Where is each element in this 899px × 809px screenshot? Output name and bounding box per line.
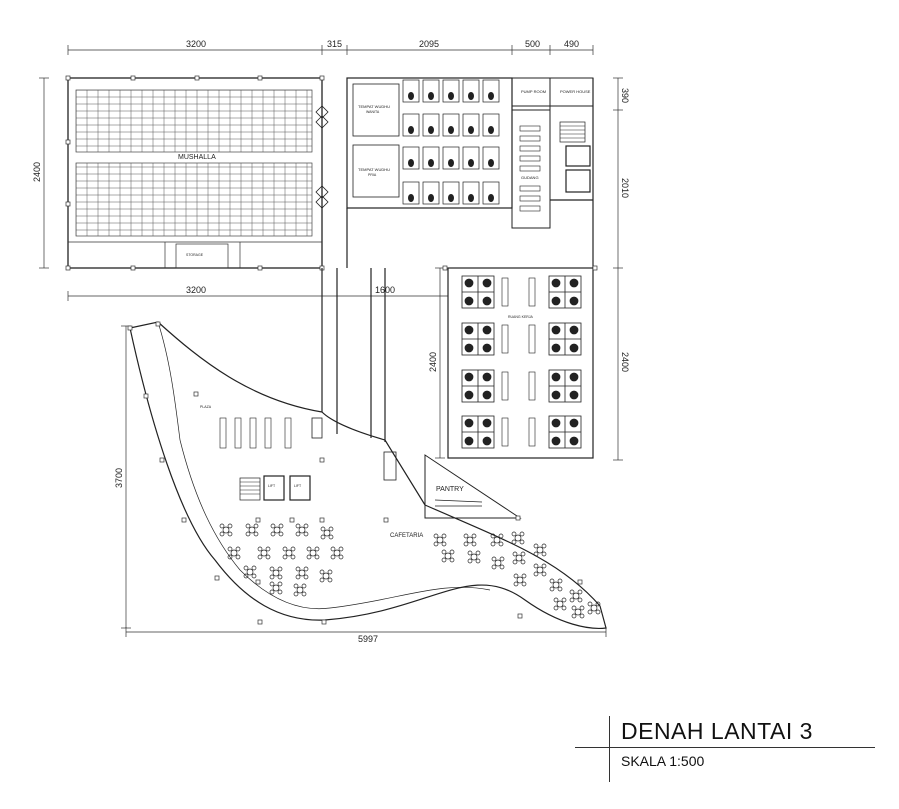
lift-1-label: LIFT [268, 484, 276, 488]
title-block: DENAH LANTAI 3 SKALA 1:500 [575, 716, 875, 782]
dim-left-upper: 2400 [32, 162, 42, 182]
dim-inner-2400: 2400 [428, 352, 438, 372]
dim-bottom: 5997 [358, 634, 378, 644]
dim-middle-1: 3200 [186, 285, 206, 295]
mushalla-label: MUSHALLA [178, 154, 216, 161]
column-markers [127, 265, 598, 625]
wudhu-block [346, 77, 594, 229]
dim-right-3: 2400 [620, 352, 630, 372]
dim-top-3: 2095 [419, 39, 439, 49]
pantry-label: PANTRY [436, 486, 464, 493]
dim-top-4: 500 [525, 39, 540, 49]
title-block-rule [575, 747, 875, 748]
corridor-walls [321, 78, 594, 442]
dim-left-lower: 3700 [114, 468, 124, 488]
title-block-divider [609, 716, 610, 782]
ruang-kerja-room [447, 267, 594, 459]
drawing-scale: SKALA 1:500 [621, 753, 705, 769]
power-house-label: POWER HOUSE [560, 89, 591, 94]
lift-2-label: LIFT [294, 484, 302, 488]
mushalla-room [65, 75, 329, 271]
storage-label: STORAGE [186, 253, 204, 257]
drawing-title: DENAH LANTAI 3 [621, 718, 813, 744]
dim-right-1: 390 [620, 88, 630, 103]
workstation-clusters [461, 275, 582, 449]
plaza-cafetaria-area [129, 321, 607, 629]
dim-top-1: 3200 [186, 39, 206, 49]
wudhu-wanita-label: TEMPAT WUDHU [358, 104, 390, 109]
cafetaria-tables [219, 523, 601, 619]
dim-top-5: 490 [564, 39, 579, 49]
ruang-kerja-label: RUANG KERJA [508, 315, 534, 319]
dim-right-2: 2010 [620, 178, 630, 198]
plaza-label: PLAZA [200, 405, 212, 409]
gudang-label: GUDANG [521, 175, 539, 180]
wudhu-wanita-sub: WANITA [366, 110, 380, 114]
dim-top-2: 315 [327, 39, 342, 49]
wudhu-pria-label: TEMPAT WUDHU [358, 167, 390, 172]
wudhu-pria-sub: PRIA [368, 173, 377, 177]
pump-room-label: PUMP ROOM [521, 89, 546, 94]
cafetaria-label: CAFETARIA [390, 533, 423, 539]
